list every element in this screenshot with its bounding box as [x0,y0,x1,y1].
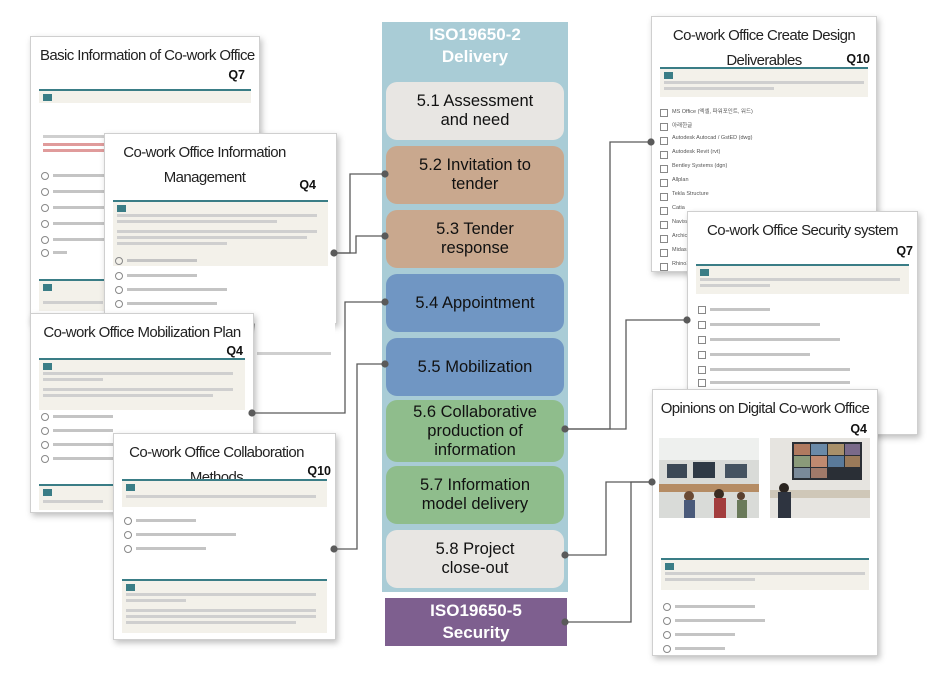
video-conference-photo-icon [770,438,870,518]
question-count: Q4 [226,344,243,358]
question-bar [113,200,328,266]
phase-assessment: 5.1 Assessment and need [386,82,564,140]
question-count: Q4 [299,178,316,192]
design-option[interactable]: Navisworks [660,219,870,232]
design-option[interactable]: Bentley Systems (dgn) [660,163,870,176]
card-title: Opinions on Digital Co-work Office [660,400,870,417]
question-number-badge [43,94,52,101]
column-header: ISO19650-2 Delivery [429,25,521,66]
question-bar [122,579,327,633]
design-option[interactable]: Midas CIM [660,247,870,260]
design-option[interactable]: Rhino3D [660,261,870,271]
phase-invitation: 5.2 Invitation to tender [386,146,564,204]
phase-tender-response: 5.3 Tender response [386,210,564,268]
question-count: Q10 [307,464,331,478]
question-count: Q7 [896,244,913,258]
question-number-badge [664,72,673,79]
phase-close-out: 5.8 Project close-out [386,530,564,588]
design-option[interactable]: Archicad [660,233,870,246]
question-number-badge [43,489,52,496]
question-bar [39,89,251,103]
design-option[interactable]: 아래한글 [660,121,870,134]
question-count: Q4 [850,422,867,436]
card-fragment [255,322,335,362]
phase-collaborative-production: 5.6 Collaborative production of informat… [386,400,564,462]
design-options: MS Office (엑셀, 파워포인트, 워드) 아래한글 Autodesk … [660,107,870,271]
question-bar [661,558,869,590]
card-title: Co-work Office Security system [707,222,899,239]
design-option[interactable]: Autodesk Revit (rvt) [660,149,870,162]
question-number-badge [43,284,52,291]
question-bar [39,358,245,410]
question-bar [122,479,327,507]
survey-card-opinions: Opinions on Digital Co-work Office Q4 [652,389,878,656]
question-count: Q7 [228,68,245,82]
card-title: Co-work Office Mobilization Plan [43,324,241,341]
question-number-badge [700,269,709,276]
question-number-badge [126,584,135,591]
design-option[interactable]: MS Office (엑셀, 파워포인트, 워드) [660,107,870,120]
phase-mobilization: 5.5 Mobilization [386,338,564,396]
question-number-badge [126,484,135,491]
card-title: Co-work Office Information Management [123,144,286,186]
iso19650-5-security-box: ISO19650-5 Security [385,598,567,646]
question-number-badge [665,563,674,570]
design-option[interactable]: Tekla Structure [660,191,870,204]
card-title: Basic Information of Co-work Office [40,47,255,64]
phase-appointment: 5.4 Appointment [386,274,564,332]
question-number-badge [43,363,52,370]
question-bar [696,264,909,294]
design-option[interactable]: Autodesk Autocad / GstED (dwg) [660,135,870,148]
office-photo-icon [659,438,759,518]
survey-card-collaboration-methods: Co-work Office Collaboration Methods Q10 [113,433,336,640]
question-count: Q10 [846,52,870,66]
question-number-badge [117,205,126,212]
design-option[interactable]: Catia [660,205,870,218]
survey-card-information-management: Co-work Office Information Management Q4 [104,133,337,324]
phase-model-delivery: 5.7 Information model delivery [386,466,564,524]
card-title: Co-work Office Create Design Deliverable… [672,27,856,69]
iso19650-2-delivery-column: ISO19650-2 Delivery 5.1 Assessment and n… [382,22,568,592]
design-option[interactable]: Allplan [660,177,870,190]
question-bar [660,67,868,97]
